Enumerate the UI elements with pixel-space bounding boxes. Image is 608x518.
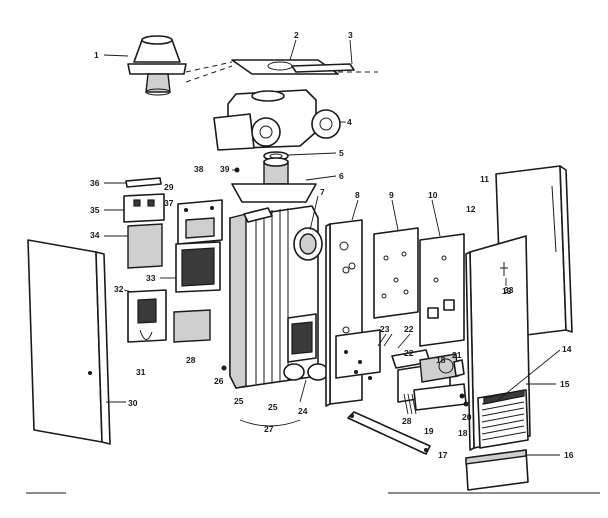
callout-10: 10 (428, 190, 438, 200)
callout-15: 15 (560, 379, 570, 389)
callout-6: 6 (339, 171, 344, 181)
callout-30: 30 (128, 398, 138, 408)
part-base (465, 449, 560, 491)
part-burner-valve-assembly (335, 329, 469, 415)
callout-35: 35 (90, 205, 100, 215)
callout-5: 5 (339, 148, 344, 158)
part-screw-top (232, 167, 240, 173)
part-top-bar (104, 177, 162, 188)
callout-18-upper: 18 (436, 355, 446, 365)
callout-1: 1 (94, 50, 99, 60)
callout-25-left: 25 (234, 396, 244, 406)
part-left-side-panel (27, 239, 126, 445)
callout-16: 16 (564, 450, 574, 460)
part-bracket-plate (104, 193, 165, 223)
callout-8: 8 (355, 190, 360, 200)
callout-20: 20 (462, 412, 472, 422)
part-screw-bottom (221, 365, 227, 371)
callout-7: 7 (320, 187, 325, 197)
callout-33-right: 33 (504, 285, 514, 295)
callout-38: 38 (194, 164, 204, 174)
part-heat-exchanger (229, 195, 329, 427)
callout-29: 29 (164, 182, 174, 192)
callout-17: 17 (438, 450, 448, 460)
callout-22-lower: 22 (404, 348, 414, 358)
part-access-bracket (123, 289, 167, 343)
part-pilot-tube (347, 411, 431, 455)
callout-26: 26 (214, 376, 224, 386)
part-lower-panel-left (173, 309, 211, 343)
callout-13: 13 (502, 286, 512, 296)
callout-31: 31 (136, 367, 146, 377)
part-flue-collector (213, 89, 346, 151)
callout-19: 19 (424, 426, 434, 436)
callout-11-panel: 11 (480, 174, 489, 184)
callout-28-left: 28 (186, 355, 196, 365)
callout-27: 27 (264, 424, 274, 434)
callout-36: 36 (90, 178, 100, 188)
part-insulation-panel (373, 199, 419, 319)
callout-18-lower: 18 (458, 428, 468, 438)
callout-23: 23 (380, 324, 390, 334)
callout-labels: 1 2 3 4 5 6 7 8 9 10 11 12 13 14 15 16 1… (90, 30, 574, 460)
part-draft-hood (103, 35, 187, 96)
leader-14 (497, 349, 561, 401)
callout-37: 37 (164, 198, 174, 208)
part-sight-glass (160, 241, 221, 293)
part-observation-panel (177, 199, 223, 245)
callout-25-right: 25 (268, 402, 278, 412)
callout-24: 24 (298, 406, 308, 416)
part-louvered-grille (477, 383, 556, 449)
callout-3: 3 (348, 30, 353, 40)
part-flue-adapter (231, 157, 337, 203)
callout-33-left: 33 (146, 273, 156, 283)
callout-2: 2 (294, 30, 299, 40)
callout-28-right: 28 (402, 416, 412, 426)
part-control-panel (419, 199, 465, 347)
callout-34: 34 (90, 230, 100, 240)
part-fittings (299, 379, 307, 403)
callout-14: 14 (562, 344, 572, 354)
part-gasket-strip (291, 39, 355, 73)
part-inner-panel (104, 223, 163, 269)
callout-32: 32 (114, 284, 124, 294)
callout-39: 39 (220, 164, 230, 174)
assembly-guide-lines (185, 61, 378, 83)
callout-12: 12 (466, 204, 476, 214)
callout-21: 21 (452, 350, 462, 360)
callout-4: 4 (347, 117, 352, 127)
callout-9: 9 (389, 190, 394, 200)
callout-22-upper: 22 (404, 324, 414, 334)
